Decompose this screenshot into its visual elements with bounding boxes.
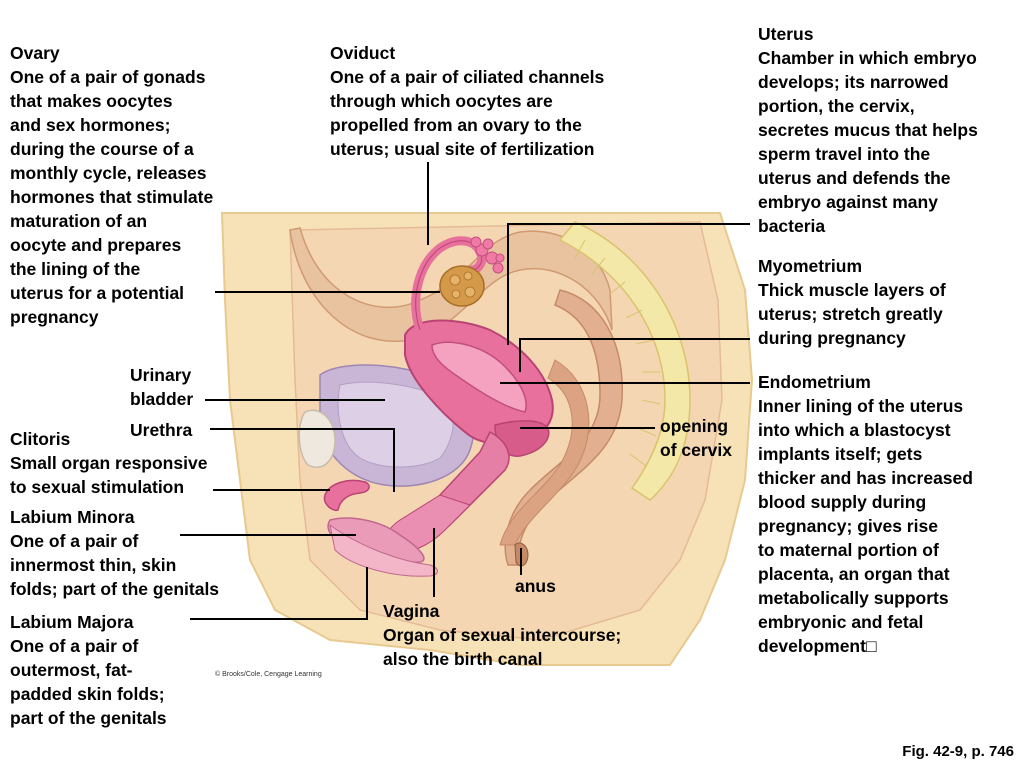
fimbriae: [470, 236, 505, 274]
oviduct-tube-outline: [415, 240, 483, 331]
myometrium-label: Myometrium Thick muscle layers of uterus…: [758, 256, 946, 348]
vagina-label: Vagina Organ of sexual intercourse; also…: [383, 601, 622, 669]
figure-reference: Fig. 42-9, p. 746: [902, 743, 1014, 760]
labium-minora-label: Labium Minora One of a pair of innermost…: [10, 507, 220, 599]
ovary-label: Ovary One of a pair of gonads that makes…: [10, 43, 214, 327]
urethra-label: Urethra: [130, 420, 193, 440]
copyright-credit: © Brooks/Cole, Cengage Learning: [215, 671, 322, 678]
urinary-bladder-label: Urinary bladder: [130, 365, 194, 409]
clitoris-label: Clitoris Small organ responsive to sexua…: [10, 429, 208, 497]
ovary-shape: [439, 265, 485, 307]
opening-of-cervix-label: opening of cervix: [660, 416, 732, 460]
pubic-bone: [298, 409, 336, 468]
clitoris-shape: [323, 479, 370, 512]
leader-lines: [180, 162, 750, 620]
uterus-cavity: [431, 341, 527, 413]
anus-label: anus: [515, 576, 556, 596]
uterus-label: Uterus Chamber in which embryo develops;…: [758, 24, 978, 236]
endometrium-label: Endometrium Inner lining of the uterus i…: [758, 372, 973, 656]
bladder-cavity: [337, 381, 454, 468]
labium-majora-label: Labium Majora One of a pair of outermost…: [10, 612, 167, 728]
oviduct-label: Oviduct One of a pair of ciliated channe…: [330, 43, 605, 159]
spine: [558, 221, 691, 501]
labia-majora-shape: [329, 523, 438, 577]
